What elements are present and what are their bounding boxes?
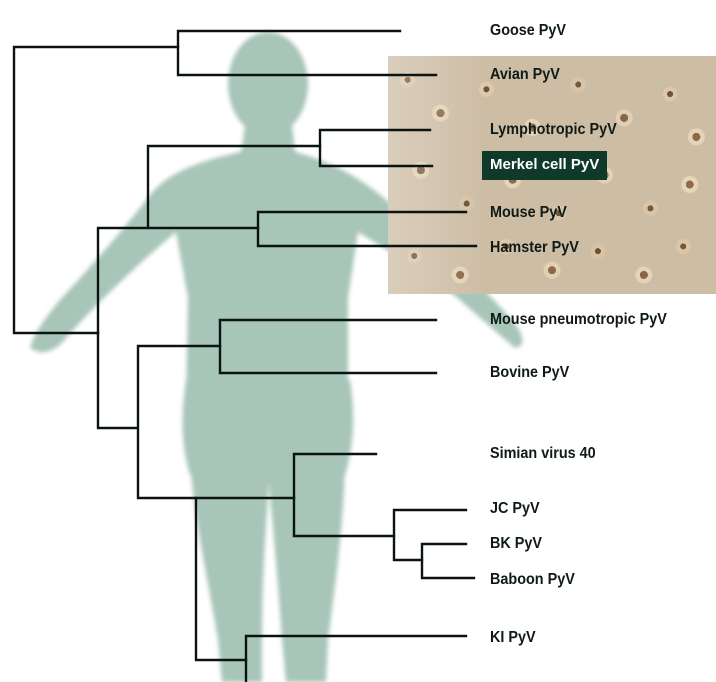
branch-bk-baboon [422,544,474,578]
taxon-label-bk: BK PyV [490,534,542,554]
taxon-label-lymphotropic: Lymphotropic PyV [490,120,617,140]
branch-lower-clade [98,333,220,498]
branch-lymph-merkel [320,130,432,166]
taxon-label-baboon: Baboon PyV [490,570,575,590]
branch-ki [246,636,466,682]
branch-sv40-group [294,454,394,536]
taxon-label-sv40: Simian virus 40 [490,444,596,464]
branch-mouse-hamster [258,212,476,246]
taxon-label-jc: JC PyV [490,499,540,519]
taxon-label-mouse: Mouse PyV [490,203,567,223]
taxon-label-hamster: Hamster PyV [490,238,579,258]
branch-root [14,47,178,333]
taxon-label-mouse-pneumotropic: Mouse pneumotropic PyV [490,310,667,330]
taxon-label-merkel-cell: Merkel cell PyV [482,151,607,180]
taxon-label-avian: Avian PyV [490,65,560,85]
branch-pneumo-bovine [220,320,436,373]
taxon-label-goose: Goose PyV [490,21,566,41]
branch-upper-clade [98,146,320,333]
taxon-label-ki: KI PyV [490,628,536,648]
branch-jc-group [394,510,466,560]
taxon-label-bovine: Bovine PyV [490,363,569,383]
branch-goose-avian [178,31,436,75]
